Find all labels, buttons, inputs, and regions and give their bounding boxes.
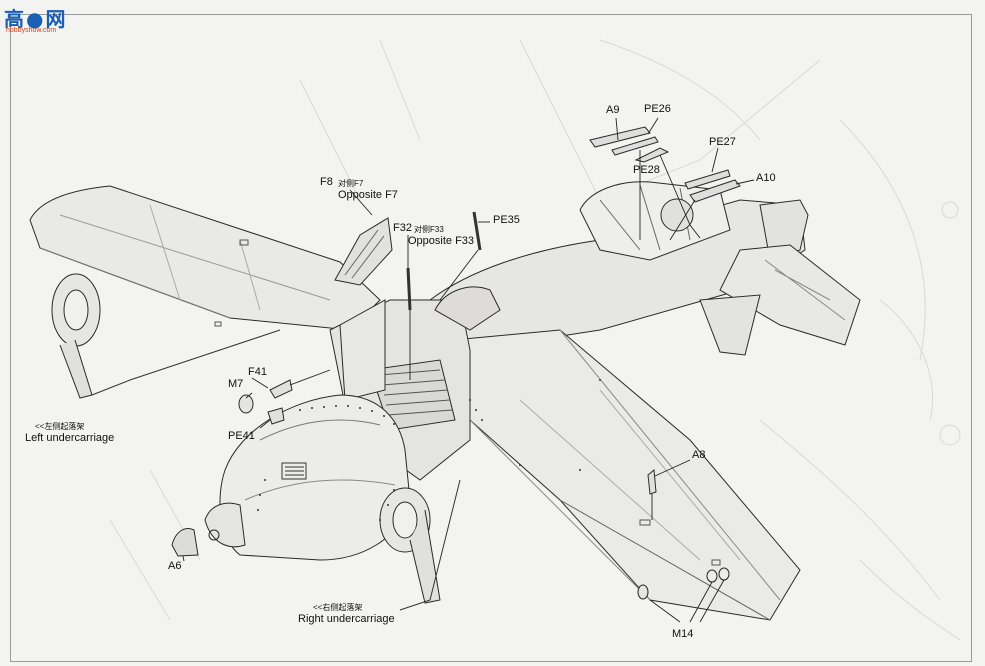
part-f32 bbox=[406, 267, 412, 311]
label-right-undercarriage-cn: <<右侧起落架 bbox=[313, 603, 363, 612]
canopy-frame bbox=[579, 181, 731, 261]
page-frame bbox=[10, 14, 972, 662]
part-m14 bbox=[637, 584, 649, 600]
ventral-fin bbox=[699, 294, 761, 356]
label-pe26: PE26 bbox=[644, 103, 671, 115]
engine-cowling bbox=[219, 394, 411, 561]
right-undercarriage bbox=[379, 479, 461, 611]
horizontal-stabilizer bbox=[719, 244, 861, 346]
chin-intake bbox=[434, 286, 501, 331]
label-f8: F8 bbox=[320, 176, 333, 188]
label-left-undercarriage-cn: <<左侧起落架 bbox=[35, 422, 85, 431]
label-a9: A9 bbox=[606, 104, 620, 116]
label-opposite-f7: Opposite F7 bbox=[338, 189, 398, 201]
left-undercarriage bbox=[51, 273, 281, 399]
part-f41 bbox=[269, 379, 293, 399]
label-m7: M7 bbox=[228, 378, 244, 390]
part-m7 bbox=[238, 394, 254, 414]
label-f8-cn: 对侧F7 bbox=[338, 179, 364, 188]
rivets bbox=[257, 379, 601, 521]
part-pe26 bbox=[611, 136, 659, 156]
label-pe27: PE27 bbox=[709, 136, 736, 148]
part-pe27 bbox=[684, 169, 731, 190]
label-f32-cn: 对侧F33 bbox=[414, 225, 444, 234]
label-opposite-f33: Opposite F33 bbox=[408, 235, 475, 247]
part-a6 bbox=[171, 528, 199, 557]
label-a10: A10 bbox=[756, 172, 776, 184]
part-f8 bbox=[334, 217, 393, 286]
part-pe28 bbox=[634, 147, 670, 163]
label-f41: F41 bbox=[248, 366, 267, 378]
fuselage-side-panel bbox=[339, 299, 386, 401]
headrest bbox=[660, 198, 694, 232]
watermark-logo: 高●网 hobbyshow.com bbox=[4, 7, 68, 34]
label-m14: M14 bbox=[672, 628, 694, 640]
part-a10 bbox=[689, 179, 741, 203]
part-a9 bbox=[589, 126, 651, 148]
part-a8 bbox=[647, 469, 657, 495]
leader-lines bbox=[182, 117, 755, 623]
label-pe28: PE28 bbox=[633, 164, 660, 176]
spinner bbox=[204, 502, 246, 548]
label-right-undercarriage: Right undercarriage bbox=[298, 613, 395, 625]
label-a6: A6 bbox=[168, 560, 182, 572]
label-left-undercarriage: Left undercarriage bbox=[25, 432, 115, 444]
part-pe41 bbox=[267, 407, 285, 425]
label-a8: A8 bbox=[692, 449, 706, 461]
label-pe35: PE35 bbox=[493, 214, 520, 226]
label-f32: F32 bbox=[393, 222, 412, 234]
label-pe41: PE41 bbox=[228, 430, 255, 442]
part-pe35 bbox=[472, 211, 482, 251]
exhaust-stack bbox=[281, 462, 307, 480]
